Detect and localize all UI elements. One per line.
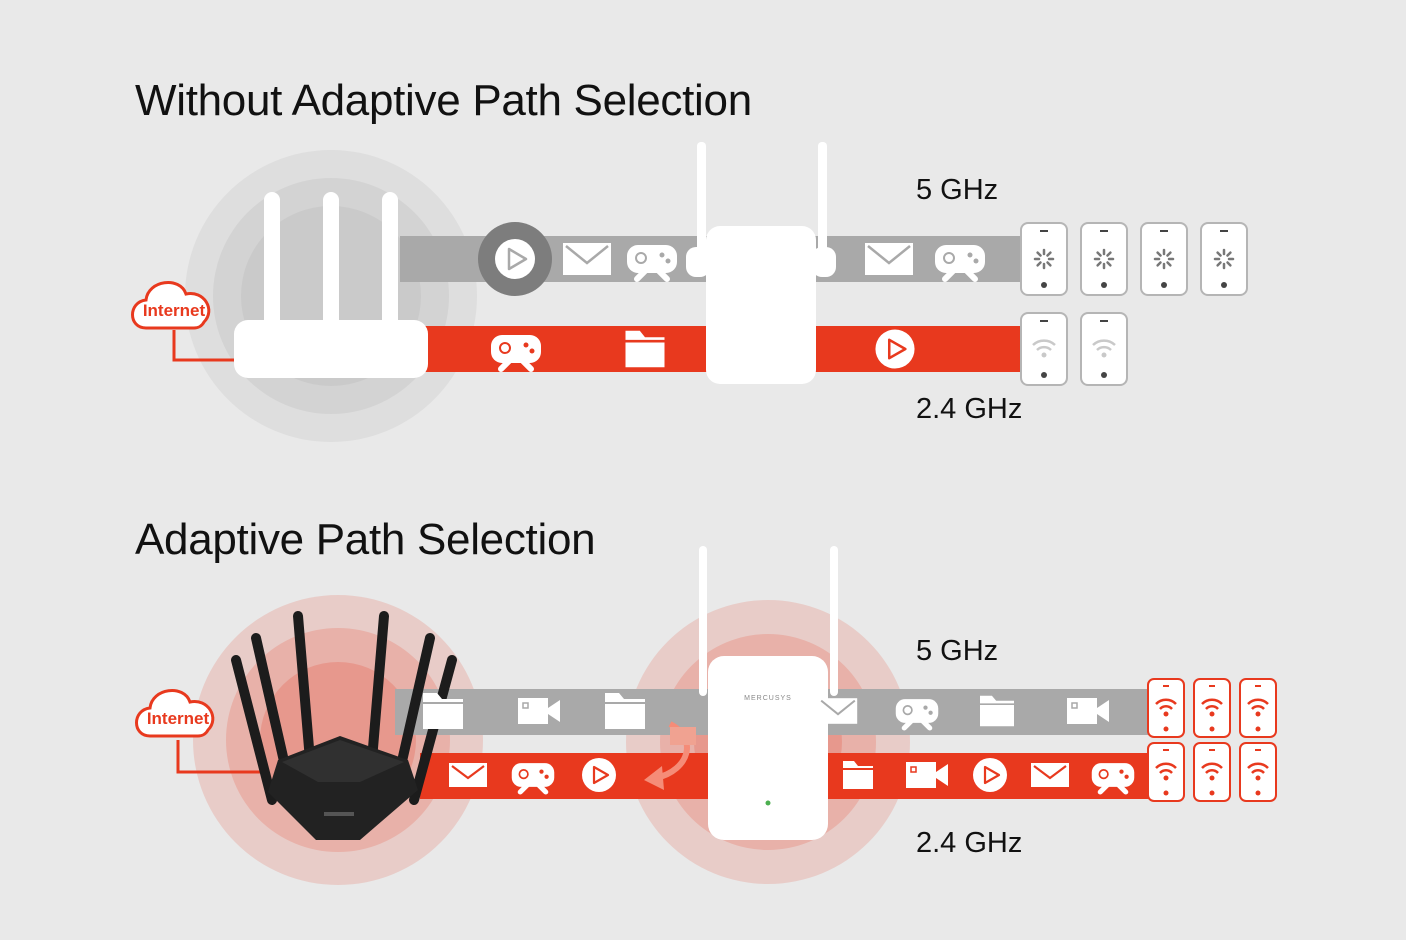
phone-wifi-icon bbox=[1238, 677, 1278, 739]
play-icon bbox=[478, 222, 552, 296]
dual-band-router-icon bbox=[231, 611, 457, 840]
mail-icon bbox=[561, 241, 613, 277]
play-icon bbox=[971, 756, 1009, 794]
extender-brand-label: MERCUSYS bbox=[744, 695, 792, 702]
play-icon bbox=[580, 756, 618, 794]
phone-wifi-icon bbox=[1079, 311, 1129, 387]
range-extender-icon: MERCUSYS bbox=[699, 546, 838, 840]
without-section: Internet bbox=[131, 142, 1249, 442]
mail-icon bbox=[1029, 761, 1071, 789]
play-icon bbox=[874, 328, 916, 370]
with-section: Internet bbox=[135, 546, 1278, 885]
phone-wifi-icon bbox=[1192, 741, 1232, 803]
internet-label: Internet bbox=[147, 709, 210, 728]
phone-loading-icon bbox=[1199, 221, 1249, 297]
phone-loading-icon bbox=[1139, 221, 1189, 297]
phone-loading-icon bbox=[1019, 221, 1069, 297]
phone-loading-icon bbox=[1079, 221, 1129, 297]
five-ghz-label-top: 5 GHz bbox=[916, 174, 999, 206]
five-ghz-label-bottom: 5 GHz bbox=[916, 635, 999, 667]
router-icon bbox=[234, 192, 428, 378]
title-adaptive: Adaptive Path Selection bbox=[135, 515, 596, 564]
phone-wifi-icon bbox=[1192, 677, 1232, 739]
internet-cloud-icon: Internet bbox=[135, 689, 215, 738]
phone-wifi-icon bbox=[1146, 677, 1186, 739]
switch-arrow-icon bbox=[644, 721, 696, 790]
two-four-ghz-label-top: 2.4 GHz bbox=[916, 393, 1023, 425]
mail-icon bbox=[817, 697, 859, 725]
phone-wifi-icon bbox=[1019, 311, 1069, 387]
mail-icon bbox=[863, 241, 915, 277]
two-four-ghz-label-bottom: 2.4 GHz bbox=[916, 827, 1023, 859]
phone-wifi-icon bbox=[1238, 741, 1278, 803]
range-extender-icon bbox=[686, 142, 836, 384]
internet-cloud-icon: Internet bbox=[131, 281, 211, 330]
mail-icon bbox=[447, 761, 489, 789]
internet-label: Internet bbox=[143, 301, 206, 320]
phone-wifi-icon bbox=[1146, 741, 1186, 803]
title-without-adaptive: Without Adaptive Path Selection bbox=[135, 76, 752, 125]
